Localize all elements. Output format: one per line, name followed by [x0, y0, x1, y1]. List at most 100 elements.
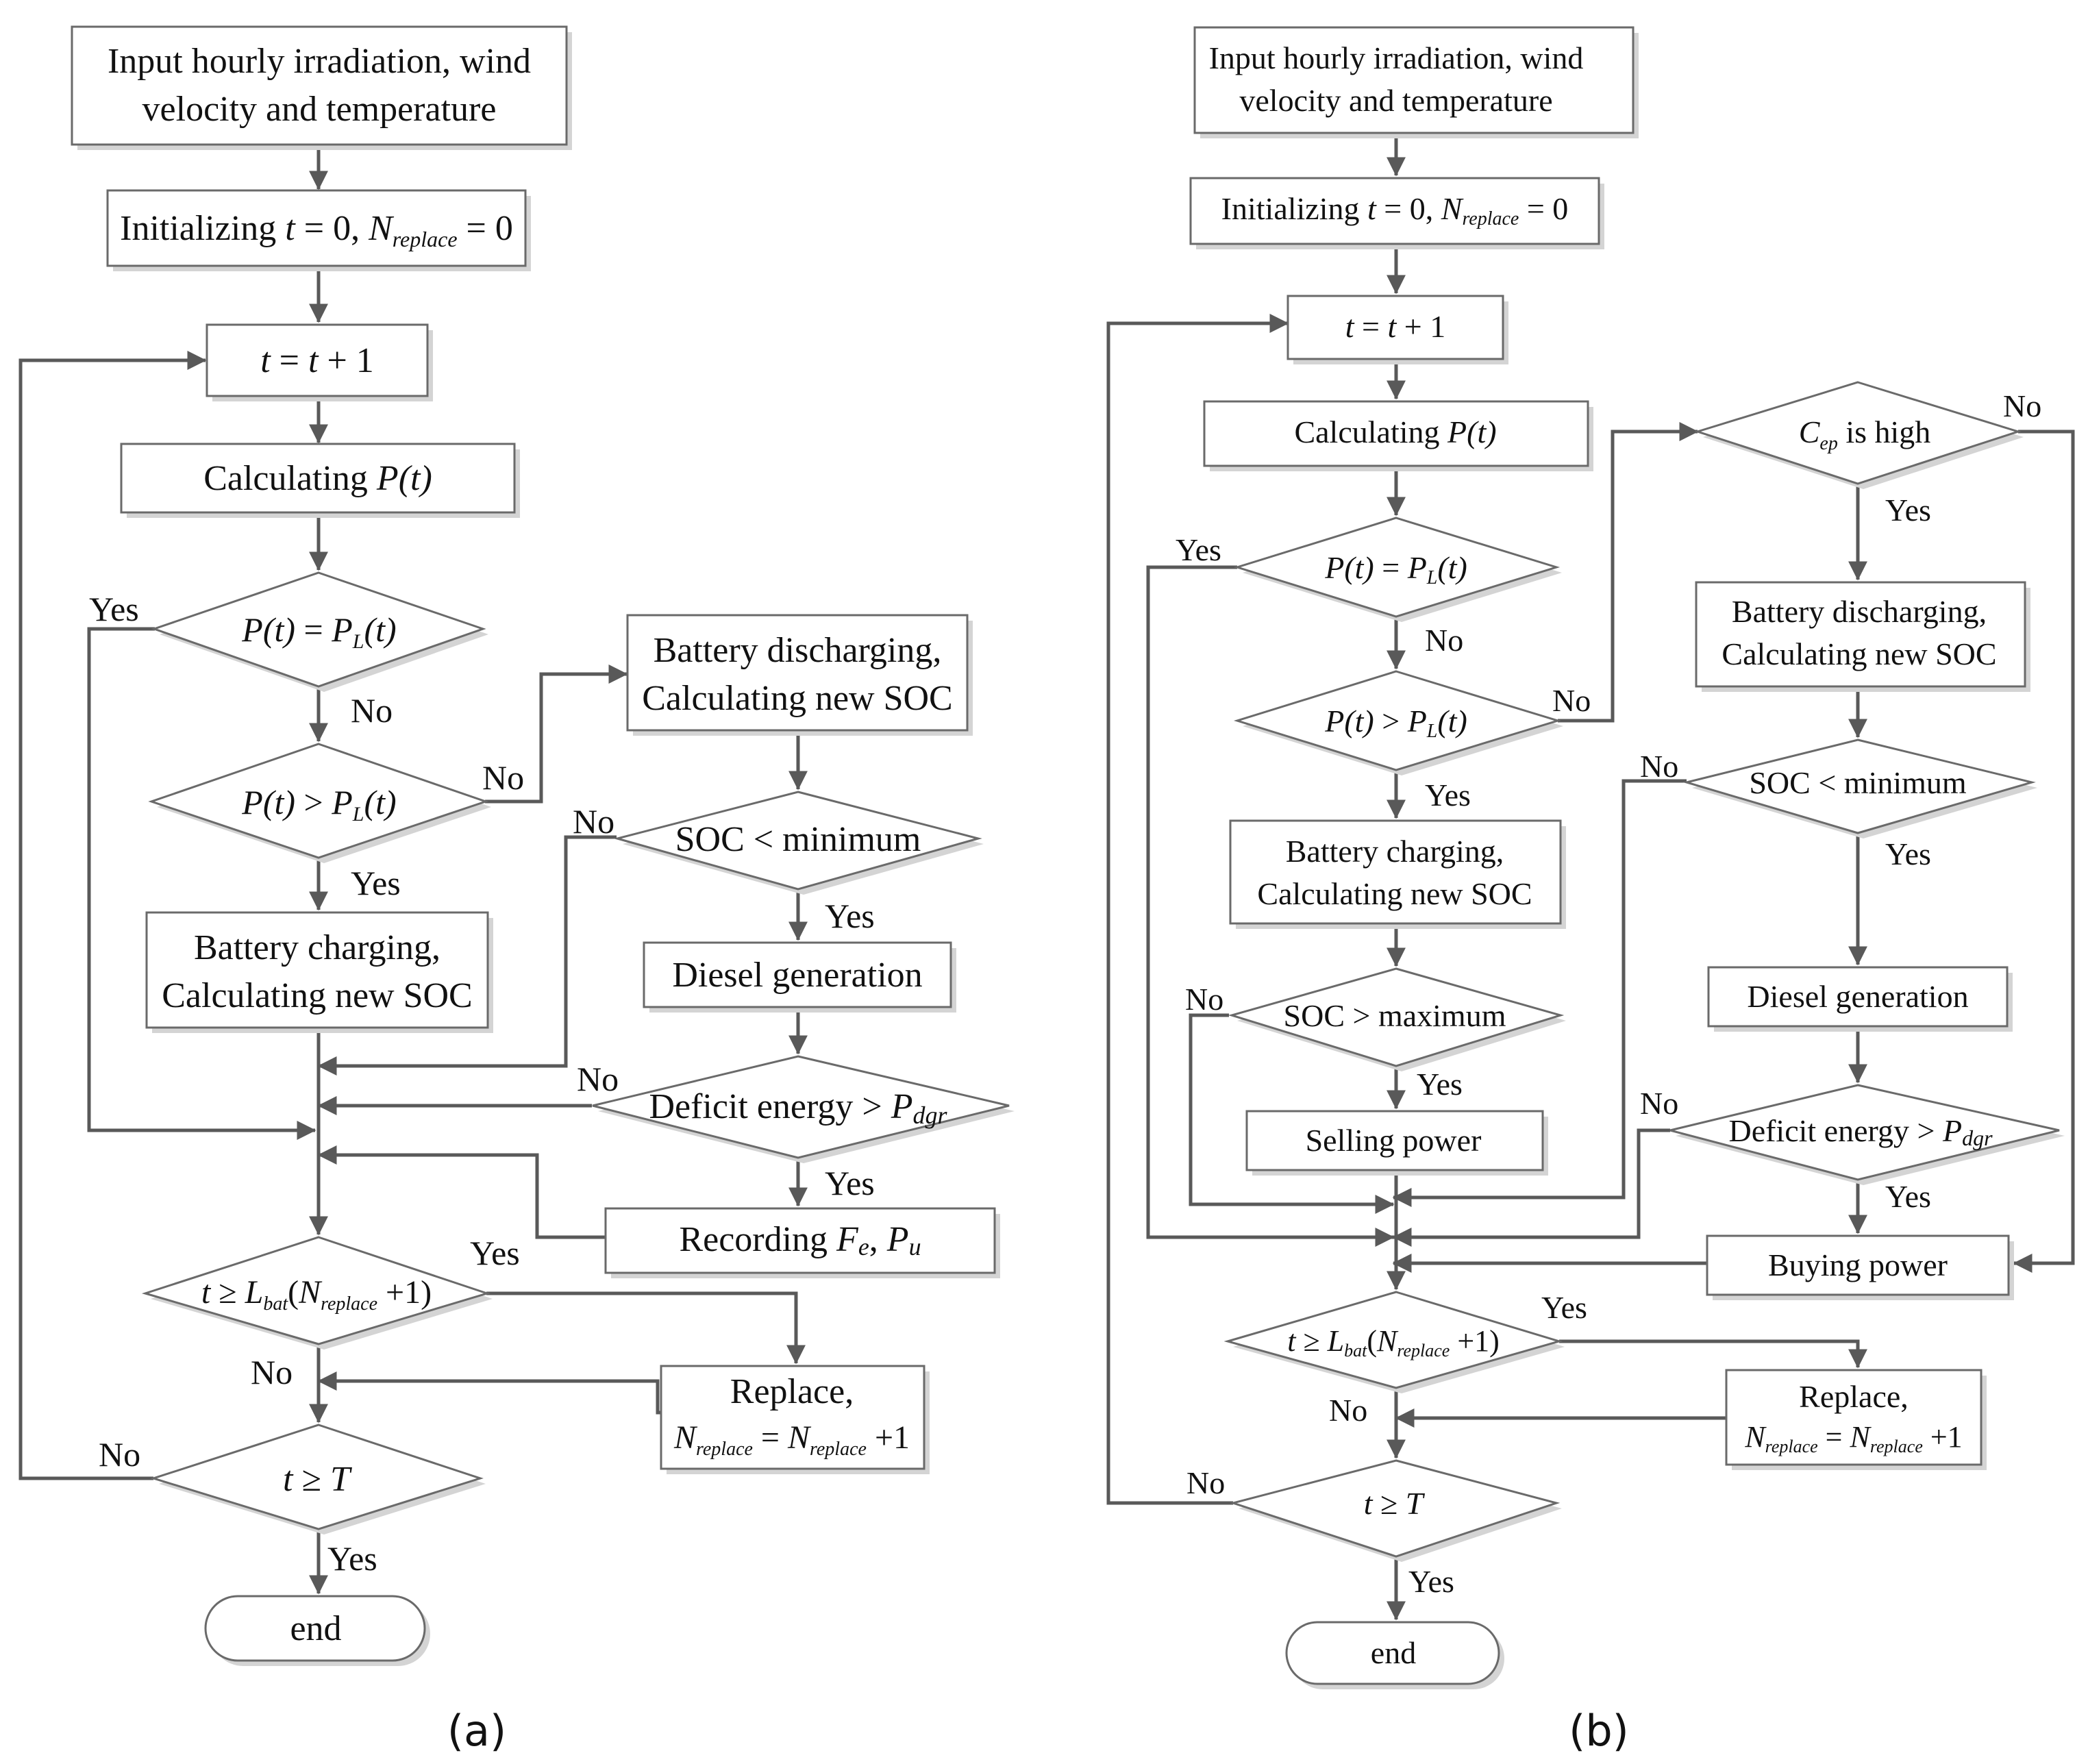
diesel-label-a: Diesel generation — [672, 956, 922, 995]
step-label-b: t = t + 1 — [1345, 309, 1445, 344]
decision-end-a — [150, 1424, 486, 1535]
decision-equal-label-a: P(t) = PL(t) — [241, 610, 396, 653]
input-box-a — [71, 25, 572, 150]
diesel-label-b: Diesel generation — [1747, 979, 1968, 1014]
no-label-deficit-a: No — [577, 1060, 619, 1098]
yes-label-soc-min-a: Yes — [825, 897, 875, 935]
input-line2-a: velocity and temperature — [142, 90, 497, 129]
end-label-b: end — [1371, 1635, 1416, 1670]
decision-deficit-a — [592, 1055, 1015, 1163]
yes-label-deficit-a: Yes — [825, 1164, 875, 1202]
no-label-greater-a: No — [482, 758, 524, 797]
decision-life-b — [1223, 1291, 1565, 1393]
flowchart-a — [18, 25, 1015, 1666]
decision-equal-b — [1233, 517, 1562, 622]
calc-label-b: Calculating P(t) — [1294, 414, 1496, 449]
decision-end-b — [1229, 1459, 1562, 1562]
replace-line2-b: Nreplace = Nreplace +1 — [1744, 1420, 1962, 1456]
discharging-line1-b: Battery discharging, — [1732, 594, 1987, 629]
yes-label-end-a: Yes — [327, 1539, 377, 1578]
discharging-line2-b: Calculating new SOC — [1722, 636, 1996, 671]
no-label-equal-b: No — [1425, 623, 1463, 658]
decision-greater-a — [148, 743, 491, 863]
buying-box-b — [1706, 1234, 2014, 1300]
yes-label-cep-b: Yes — [1885, 493, 1931, 527]
decision-life-a — [141, 1236, 493, 1350]
no-label-soc-max-b: No — [1185, 982, 1223, 1017]
yes-label-greater-a: Yes — [351, 864, 401, 902]
caption-b: (b) — [1569, 1706, 1629, 1756]
step-box-b — [1287, 295, 1508, 364]
calc-box-a — [120, 443, 520, 518]
yes-label-deficit-b: Yes — [1885, 1179, 1931, 1214]
recording-label-a: Recording Fe, Pu — [679, 1220, 921, 1260]
replace-line1-b: Replace, — [1799, 1379, 1909, 1414]
decision-deficit-label-b: Deficit energy > Pdgr — [1728, 1113, 1993, 1150]
no-label-end-a: No — [99, 1435, 140, 1474]
decision-soc-max-label-b: SOC > maximum — [1284, 998, 1506, 1033]
decision-life-label-a: t ≥ Lbat(Nreplace +1) — [201, 1274, 432, 1315]
decision-end-label-b: t ≥ T — [1364, 1486, 1426, 1521]
connectors-b — [1106, 134, 2075, 1621]
no-label-life-b: No — [1329, 1393, 1367, 1428]
input-box-b — [1193, 26, 1639, 138]
labels-a: Input hourly irradiation, wind velocity … — [89, 42, 953, 1756]
end-terminal-b — [1285, 1621, 1504, 1689]
discharging-line2-a: Calculating new SOC — [642, 679, 953, 718]
yes-label-end-b: Yes — [1408, 1564, 1454, 1599]
yes-label-life-a: Yes — [470, 1234, 520, 1272]
yes-label-life-b: Yes — [1541, 1290, 1587, 1325]
charging-line1-b: Battery charging, — [1286, 834, 1504, 869]
input-line2-b: velocity and temperature — [1239, 83, 1552, 118]
decision-soc-min-a — [613, 791, 984, 895]
input-line1-a: Input hourly irradiation, wind — [108, 42, 531, 81]
decision-cep-b — [1694, 381, 2024, 489]
yes-label-equal-a: Yes — [89, 590, 139, 628]
decision-soc-min-label-a: SOC < minimum — [675, 820, 921, 859]
replace-line1-a: Replace, — [730, 1372, 854, 1411]
init-box-b — [1189, 177, 1604, 249]
buying-label-b: Buying power — [1768, 1247, 1948, 1282]
charging-box-a — [145, 911, 493, 1033]
yes-label-equal-b: Yes — [1176, 532, 1221, 567]
no-label-life-a: No — [251, 1353, 293, 1391]
replace-box-a — [660, 1365, 930, 1474]
decision-greater-label-b: P(t) > PL(t) — [1324, 704, 1467, 742]
diesel-box-b — [1707, 966, 2013, 1032]
yes-label-soc-min-b: Yes — [1885, 836, 1931, 871]
charging-line2-b: Calculating new SOC — [1257, 876, 1532, 911]
selling-box-b — [1245, 1110, 1548, 1176]
decision-deficit-b — [1669, 1084, 2065, 1185]
init-label-b: Initializing t = 0, Nreplace = 0 — [1221, 191, 1569, 229]
discharging-box-b — [1695, 581, 2030, 692]
no-label-deficit-b: No — [1640, 1086, 1678, 1121]
charging-line2-a: Calculating new SOC — [162, 976, 473, 1015]
charging-line1-a: Battery charging, — [194, 928, 440, 967]
step-box-a — [206, 323, 433, 401]
discharging-line1-a: Battery discharging, — [654, 631, 942, 670]
no-label-soc-min-b: No — [1640, 749, 1678, 784]
calc-box-b — [1203, 400, 1593, 471]
decision-soc-min-label-b: SOC < minimum — [1749, 765, 1967, 800]
input-line1-b: Input hourly irradiation, wind — [1209, 40, 1584, 75]
decision-deficit-label-a: Deficit energy > Pdgr — [649, 1087, 947, 1129]
decision-life-label-b: t ≥ Lbat(Nreplace +1) — [1287, 1324, 1500, 1361]
no-label-cep-b: No — [2003, 388, 2041, 423]
recording-box-a — [604, 1207, 1000, 1278]
decision-greater-b — [1233, 670, 1563, 775]
yes-label-soc-max-b: Yes — [1417, 1067, 1463, 1102]
flowchart-b — [1106, 26, 2075, 1689]
init-box-a — [106, 189, 531, 271]
no-label-soc-min-a: No — [573, 802, 614, 841]
caption-a: (a) — [447, 1706, 506, 1756]
decision-soc-max-b — [1228, 967, 1566, 1071]
init-label-a: Initializing t = 0, Nreplace = 0 — [120, 209, 513, 251]
decision-cep-label-b: Cep is high — [1799, 414, 1931, 454]
no-label-equal-a: No — [351, 691, 393, 730]
decision-end-label-a: t ≥ T — [283, 1460, 352, 1499]
end-label-a: end — [290, 1609, 341, 1648]
replace-box-b — [1725, 1369, 1987, 1470]
labels-b: Input hourly irradiation, wind velocity … — [1176, 40, 2041, 1756]
end-terminal-a — [204, 1595, 430, 1666]
